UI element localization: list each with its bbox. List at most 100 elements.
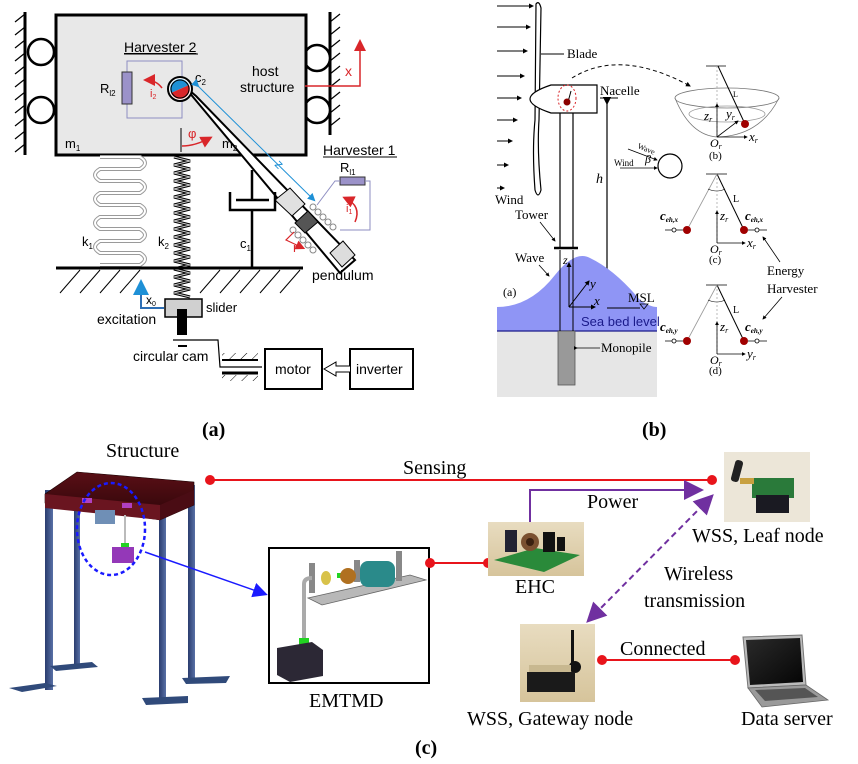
svg-text:(a): (a) — [503, 285, 516, 299]
svg-text:k1: k1 — [82, 234, 94, 251]
svg-text:x0: x0 — [146, 293, 156, 308]
svg-text:yr: yr — [745, 346, 757, 362]
svg-text:Or: Or — [710, 242, 723, 257]
svg-text:Tower: Tower — [515, 207, 549, 222]
svg-text:excitation: excitation — [97, 311, 156, 327]
svg-text:Or: Or — [710, 353, 723, 368]
rotary-generator-icon — [167, 76, 193, 102]
svg-text:L: L — [733, 305, 739, 316]
wireless-transmission-line — [586, 494, 714, 623]
svg-text:MSL: MSL — [628, 290, 655, 305]
svg-text:Wave: Wave — [515, 250, 544, 265]
ground — [56, 266, 303, 294]
power-line — [529, 480, 704, 522]
svg-text:ceh,x: ceh,x — [660, 208, 679, 224]
svg-text:y: y — [588, 276, 596, 291]
resistor-rl2 — [121, 71, 133, 105]
svg-text:motor: motor — [275, 361, 311, 377]
pendulum-bowl-diagram: L zr yr xr Or (b) — [674, 65, 780, 162]
svg-text:Or: Or — [710, 136, 723, 151]
svg-text:ceh,y: ceh,y — [745, 319, 764, 335]
svg-text:EHC: EHC — [515, 576, 555, 598]
svg-text:x: x — [593, 293, 600, 308]
svg-text:z: z — [272, 157, 287, 172]
seabed-soil — [497, 331, 657, 397]
svg-text:WSS, Leaf node: WSS, Leaf node — [692, 525, 824, 547]
svg-text:z: z — [562, 253, 568, 267]
ehc-photo — [488, 522, 584, 576]
left-wall — [14, 12, 56, 155]
nacelle — [529, 84, 598, 114]
svg-text:L: L — [733, 194, 739, 205]
damper-c1 — [228, 170, 277, 267]
wss-leaf-photo — [724, 452, 810, 522]
svg-text:β: β — [644, 152, 651, 166]
svg-text:xr: xr — [748, 129, 759, 145]
svg-text:xr: xr — [746, 235, 757, 251]
sea-water — [497, 256, 657, 331]
zoom-arrow — [144, 551, 268, 598]
svg-text:(a): (a) — [202, 419, 225, 441]
svg-text:Rl2: Rl2 — [100, 81, 116, 98]
svg-text:ceh,x: ceh,x — [745, 208, 764, 224]
svg-text:L: L — [733, 90, 738, 99]
svg-text:inverter: inverter — [356, 361, 403, 377]
svg-text:ceh,y: ceh,y — [660, 319, 679, 335]
spring-k1 — [93, 155, 147, 267]
svg-text:yr: yr — [724, 106, 736, 122]
emtmd-highlight-circle — [75, 481, 147, 577]
pendulum-yz-diagram: L ceh,y ceh,y zr yr Or (d) — [660, 284, 767, 377]
x-label: x — [345, 63, 352, 79]
harvester2-label: Harvester 2 — [124, 39, 197, 55]
svg-text:i2: i2 — [150, 88, 156, 101]
z-arrow — [190, 78, 316, 202]
frame-structure-render — [9, 471, 230, 705]
right-wall — [302, 12, 341, 135]
harvester1-label: Harvester 1 — [323, 142, 396, 158]
panel-b-wind-turbine-model: Wind Blade Nacelle h Wave Wind β — [495, 2, 818, 441]
inverter-to-motor-arrow — [323, 361, 350, 377]
tower — [559, 113, 574, 248]
svg-text:slider: slider — [206, 300, 238, 315]
svg-text:circular cam: circular cam — [133, 348, 208, 364]
svg-text:Wind: Wind — [495, 192, 524, 207]
svg-text:Data server: Data server — [741, 708, 833, 730]
svg-text:(b): (b) — [709, 150, 722, 162]
svg-text:zr: zr — [703, 108, 713, 124]
svg-text:EMTMD: EMTMD — [309, 690, 383, 712]
motor-box — [264, 348, 323, 390]
pendulum-xz-diagram: L ceh,x ceh,x zr xr Or (c) — [660, 173, 767, 266]
svg-text:WSS, Gateway node: WSS, Gateway node — [467, 708, 633, 730]
wss-gateway-photo — [520, 624, 595, 702]
svg-text:Blade: Blade — [567, 46, 598, 61]
svg-text:pendulum: pendulum — [312, 267, 374, 283]
resistor-rl1 — [339, 176, 366, 186]
svg-text:c1: c1 — [240, 236, 252, 253]
x-displacement-arrow — [305, 39, 366, 87]
panel-c-system-overview: Structure — [9, 440, 833, 759]
svg-text:r: r — [293, 240, 298, 255]
svg-text:Monopile: Monopile — [601, 340, 652, 355]
wind-profile-arrows — [497, 3, 534, 191]
svg-text:zr: zr — [719, 208, 729, 224]
monopile — [557, 330, 576, 386]
svg-text:(d): (d) — [709, 365, 722, 377]
svg-text:m2: m2 — [222, 136, 238, 153]
svg-text:Rl1: Rl1 — [340, 160, 356, 177]
svg-text:Nacelle: Nacelle — [600, 83, 640, 98]
svg-text:(b): (b) — [642, 419, 666, 441]
svg-text:Wind: Wind — [614, 158, 634, 168]
svg-text:k2: k2 — [158, 234, 170, 251]
svg-text:m1: m1 — [65, 136, 81, 153]
svg-text:Connected: Connected — [620, 638, 706, 660]
data-server-laptop-icon — [742, 634, 830, 708]
svg-text:(c): (c) — [709, 254, 722, 266]
svg-text:zr: zr — [719, 319, 729, 335]
svg-text:Power: Power — [587, 491, 638, 513]
svg-text:i1: i1 — [346, 203, 352, 216]
svg-text:Structure: Structure — [106, 440, 179, 462]
